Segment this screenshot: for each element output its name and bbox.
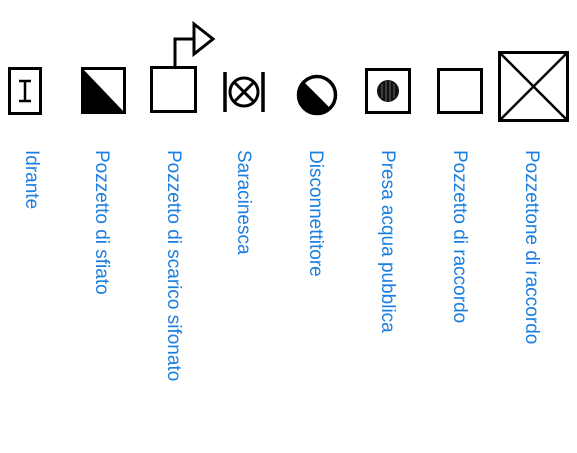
square-icon — [437, 68, 483, 114]
legend-label-pozzettone-raccordo: Pozzettone di raccordo — [521, 150, 542, 345]
filled-circle-in-square-icon — [365, 68, 411, 114]
legend-label-pozzetto-raccordo: Pozzetto di raccordo — [449, 150, 470, 324]
legend-label-pozzetto-sfiato: Pozzetto di sfiato — [91, 150, 112, 295]
legend-label-saracinesca: Saracinesca — [233, 150, 254, 255]
legend-label-presa-acqua-pubblica: Presa acqua pubblica — [377, 150, 398, 333]
valve-icon — [222, 70, 266, 114]
half-filled-square-icon — [81, 67, 126, 114]
idrante-icon — [8, 67, 42, 115]
crossed-square-icon — [498, 51, 569, 122]
legend-label-pozzetto-scarico-sifonato: Pozzetto di scarico sifonato — [163, 150, 184, 382]
legend-label-idrante: Idrante — [21, 150, 42, 210]
legend-label-disconnettitore: Disconnettitore — [305, 150, 326, 277]
half-filled-circle-icon — [296, 74, 338, 116]
square-with-arrow-icon — [150, 15, 220, 115]
